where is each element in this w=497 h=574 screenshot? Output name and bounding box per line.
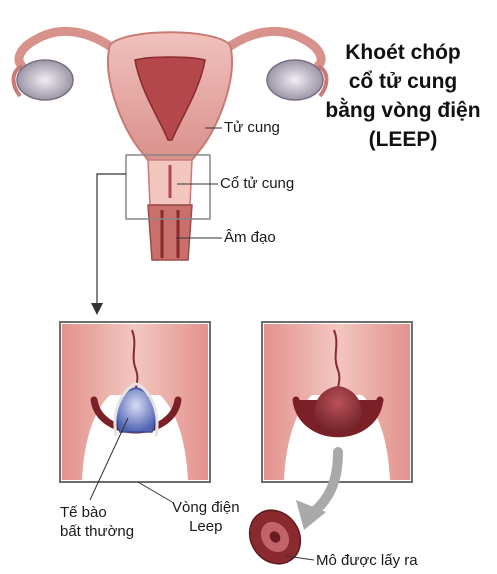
leep-loop-leader [138, 482, 172, 502]
removed-tissue-label: Mô được lấy ra [316, 552, 418, 570]
abnormal-cells-label-line1: Tế bào [60, 503, 134, 522]
uterus-drawing [14, 31, 327, 260]
vagina-label: Âm đạo [224, 229, 276, 247]
right-ovary [267, 60, 323, 100]
leep-loop-label-line1: Vòng điện [172, 498, 240, 517]
left-fallopian-tube [19, 31, 118, 66]
title-line-2: cổ tử cung [318, 67, 488, 96]
title-line-4: (LEEP) [318, 125, 488, 154]
cervix-label: Cổ tử cung [220, 175, 294, 193]
uterus-label: Tử cung [224, 119, 280, 137]
abnormal-cells-label-line2: bất thường [60, 522, 134, 541]
title-line-3: bằng vòng điện [318, 96, 488, 125]
left-ovary [17, 60, 73, 100]
diagram-title: Khoét chóp cổ tử cung bằng vòng điện (LE… [318, 38, 488, 154]
zoom-arrow-head [91, 303, 103, 315]
abnormal-cells-label: Tế bào bất thường [60, 503, 134, 541]
leep-loop-label-line2: Leep [172, 517, 240, 536]
vagina-shape [148, 205, 192, 260]
title-line-1: Khoét chóp [318, 38, 488, 67]
zoom-arrow-line [97, 174, 126, 305]
right-fallopian-tube [222, 31, 321, 66]
leep-loop-label: Vòng điện Leep [172, 498, 240, 536]
